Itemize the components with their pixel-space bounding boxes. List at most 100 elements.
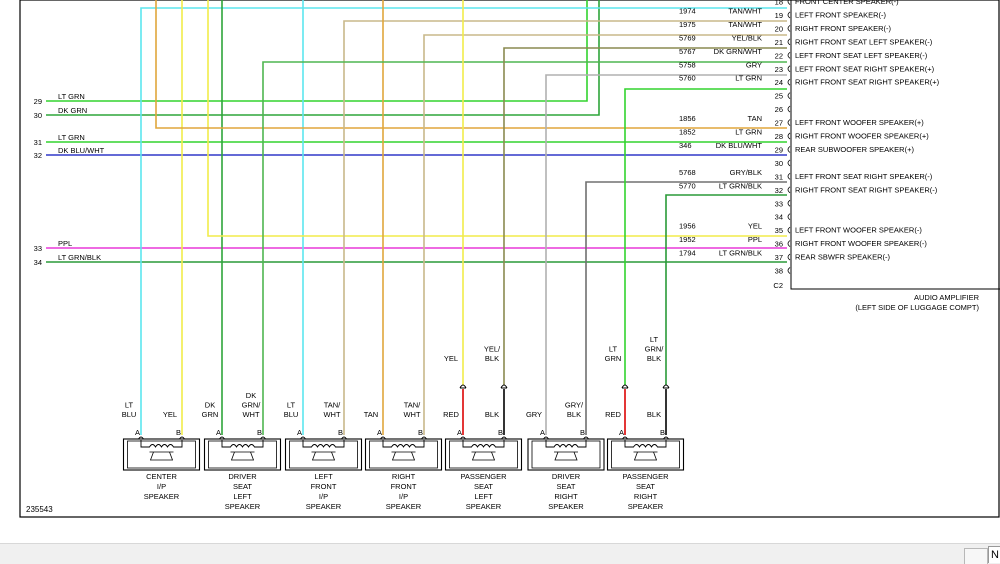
speaker-name: PASSENGER — [460, 472, 507, 481]
left-conn-pin-number: 29 — [34, 97, 42, 106]
diagram-frame — [19, 0, 1000, 518]
wire-tan-wht-19 — [343, 20, 787, 435]
speaker-pin-a-letter: A — [457, 428, 462, 437]
left-conn-pin-number: 33 — [34, 244, 42, 253]
amp-pin-function: RIGHT FRONT SEAT RIGHT SPEAKER(-) — [795, 185, 938, 194]
amp-pin-function: RIGHT FRONT SEAT LEFT SPEAKER(-) — [795, 37, 933, 46]
speaker-name: I/P — [319, 492, 328, 501]
amp-pin-number: 19 — [775, 11, 783, 20]
speaker-name: LEFT — [314, 472, 333, 481]
inline-connector — [459, 384, 467, 389]
amp-pin-number: 28 — [775, 132, 783, 141]
amp-pin-terminal — [787, 226, 791, 234]
amp-pin-function: LEFT FRONT SPEAKER(-) — [795, 10, 886, 19]
speaker-pin-a-color: LT — [287, 401, 296, 410]
amp-wire-color: LT GRN — [735, 74, 762, 83]
amp-circuit-number: 5770 — [679, 181, 696, 190]
speaker-pin-a-letter: A — [297, 428, 302, 437]
speaker-pin-b-color: BLK — [485, 410, 499, 419]
speaker-name: FRONT — [311, 482, 337, 491]
speaker-pin-b-letter: B — [257, 428, 262, 437]
speaker-coil — [221, 440, 264, 448]
amp-circuit-number: 1960 — [679, 0, 696, 2]
amp-pin-terminal — [787, 51, 791, 59]
speaker-coil — [624, 440, 667, 448]
left-conn-wire-color: LT GRN/BLK — [58, 253, 101, 262]
status-bar — [0, 543, 1000, 564]
speaker-pin-b-letter: B — [580, 428, 585, 437]
speaker-body — [122, 438, 201, 471]
status-button[interactable]: N — [988, 546, 1000, 563]
amp-wire-color: YEL — [748, 222, 762, 231]
speaker-pin-a-letter: A — [377, 428, 382, 437]
amp-wire-color: TAN/WHT — [728, 20, 762, 29]
amp-pin-function: RIGHT FRONT SPEAKER(-) — [795, 24, 891, 33]
amp-circuit-number: 1956 — [679, 222, 696, 231]
amp-wire-color: YEL/BLK — [732, 33, 762, 42]
amp-pin-function: RIGHT FRONT WOOFER SPEAKER(+) — [795, 132, 929, 141]
speaker-pin-b-color: WHT — [323, 410, 340, 419]
speaker-pin-b-color: TAN/ — [324, 401, 341, 410]
speaker-pin-b-color: DK — [246, 391, 256, 400]
speaker-name: RIGHT — [554, 492, 578, 501]
amp-wire-color: LT BLU — [737, 0, 762, 2]
speaker-name: SPEAKER — [548, 502, 584, 511]
amp-pin-function: LEFT FRONT SEAT RIGHT SPEAKER(+) — [795, 64, 935, 73]
speaker-pin-a-color: RED — [443, 410, 459, 419]
amp-pin-terminal — [787, 173, 791, 180]
speaker-pin-b-color: YEL — [163, 410, 177, 419]
amp-wire-color: DK GRN/WHT — [714, 47, 763, 56]
speaker-cone-icon — [311, 451, 336, 461]
left-conn-pin-number: 34 — [34, 258, 42, 267]
amp-wire-color: PPL — [748, 235, 762, 244]
wire-lt-grn-29 — [46, 0, 588, 102]
amp-wire-color: GRY/BLK — [730, 168, 762, 177]
speaker-cone-icon — [471, 451, 496, 461]
amp-location: (LEFT SIDE OF LUGGAGE COMPT) — [855, 303, 979, 312]
speaker-pin-a-color: BLU — [122, 410, 137, 419]
speaker-pin-b-letter: B — [498, 428, 503, 437]
amp-pin-function: REAR SBWFR SPEAKER(-) — [795, 253, 891, 262]
speaker-body — [444, 438, 523, 471]
amp-pin-terminal — [787, 159, 791, 167]
speaker-name: SEAT — [233, 482, 252, 491]
amp-pin-terminal — [787, 25, 791, 32]
amp-pin-number: 34 — [775, 213, 783, 222]
speaker-cone-icon — [230, 451, 255, 461]
speaker-coil — [545, 440, 587, 448]
speaker-name: RIGHT — [634, 492, 658, 501]
amp-pin-function: LEFT FRONT WOOFER SPEAKER(+) — [795, 118, 924, 127]
speaker-name: RIGHT — [392, 472, 416, 481]
amp-pin-terminal — [787, 186, 791, 194]
speaker-name: SPEAKER — [144, 492, 180, 501]
amp-pin-number: 29 — [775, 145, 783, 154]
speaker-pin-a-color: TAN — [364, 410, 378, 419]
left-conn-wire-color: LT GRN — [58, 133, 85, 142]
speaker-pin-b-letter: B — [418, 428, 423, 437]
speaker-pin-a-color: GRN — [202, 410, 219, 419]
amp-pin-terminal — [787, 119, 791, 126]
amp-pin-terminal — [787, 11, 791, 19]
amp-pin-terminal — [787, 0, 791, 5]
speaker-pin-b-color: TAN/ — [404, 401, 421, 410]
speaker-name: SPEAKER — [466, 502, 502, 511]
speaker-pin-b-color: BLK — [567, 410, 581, 419]
amp-circuit-number: 5760 — [679, 74, 696, 83]
pigtail-a-color: LT — [609, 345, 618, 354]
speaker-pin-b-color: BLK — [647, 410, 661, 419]
amp-circuit-number: 1975 — [679, 20, 696, 29]
speaker-coil — [382, 440, 425, 448]
amp-pin-function: RIGHT FRONT SEAT RIGHT SPEAKER(+) — [795, 78, 940, 87]
pigtail-b-color: BLK — [485, 354, 499, 363]
speaker-pin-b-color: GRY/ — [565, 401, 584, 410]
amp-pin-number: 38 — [775, 267, 783, 276]
wire-dk-grn-30 — [46, 0, 600, 116]
wire-gry-23 — [545, 74, 787, 435]
amp-circuit-number: 5768 — [679, 168, 696, 177]
amp-title: AUDIO AMPLIFIER — [914, 293, 980, 302]
amp-pin-number: 32 — [775, 186, 783, 195]
amp-pin-terminal — [787, 105, 791, 113]
